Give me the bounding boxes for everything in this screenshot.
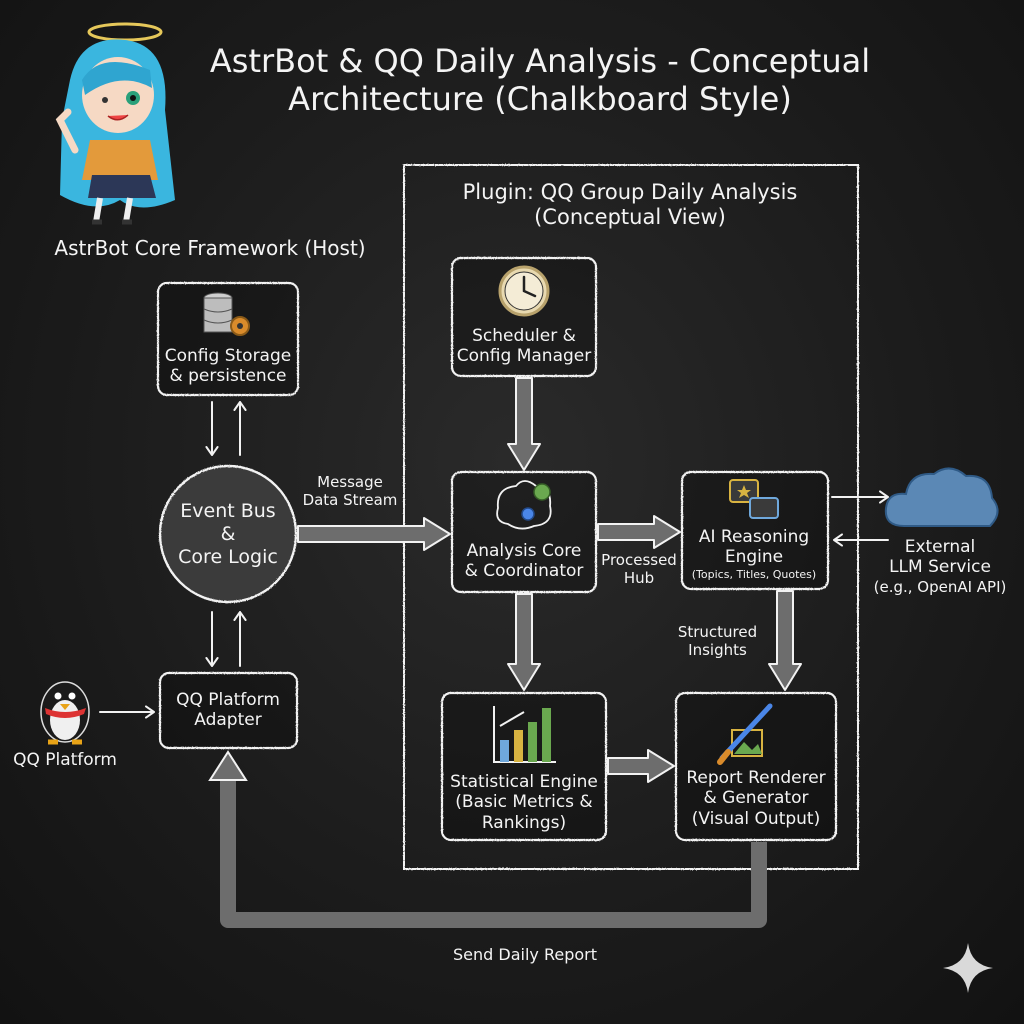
brain-gear-icon xyxy=(496,480,552,530)
analysis-core-line-2: & Coordinator xyxy=(464,561,584,582)
structured-insights-line-2: Insights xyxy=(688,641,747,659)
title-line-1: AstrBot & QQ Daily Analysis - Conceptual xyxy=(209,42,871,80)
config-storage-box xyxy=(156,281,300,397)
edge-label-send-report: Send Daily Report xyxy=(453,945,597,964)
event-bus-label: Event Bus & Core Logic xyxy=(160,500,296,568)
event-bus-line-1: Event Bus xyxy=(180,500,276,522)
arrow-bus-to-adapter xyxy=(205,611,219,667)
analysis-core-box xyxy=(450,470,598,594)
report-renderer-line-3: (Visual Output) xyxy=(691,808,821,829)
clock-icon xyxy=(498,265,550,317)
stat-engine-line-3: Rankings) xyxy=(481,812,567,833)
ai-engine-box xyxy=(680,470,830,591)
send-report-loop-body xyxy=(220,778,767,928)
scheduler-line-1: Scheduler & xyxy=(472,326,576,346)
report-renderer-line-1: Report Renderer xyxy=(686,768,826,788)
ai-engine-line-3: (Topics, Titles, Quotes) xyxy=(691,567,817,581)
arrow-analysis-to-stats xyxy=(507,593,541,691)
arrow-scheduler-to-analysis xyxy=(507,377,541,471)
ai-engine-line-1: AI Reasoning xyxy=(698,527,810,547)
scheduler-box xyxy=(450,256,598,378)
brush-image-icon xyxy=(717,703,773,765)
message-stream-line-1: Message xyxy=(317,473,383,491)
mascot-illustration xyxy=(55,22,175,225)
bar-chart-icon xyxy=(493,706,556,763)
arrow-bus-to-config xyxy=(233,401,247,456)
report-renderer-line-2: & Generator xyxy=(703,788,809,809)
stat-engine-box xyxy=(440,691,608,842)
qq-adapter-box xyxy=(158,671,299,750)
cloud-icon xyxy=(884,467,999,527)
external-llm-line-1: External xyxy=(904,537,976,557)
processed-hub-line-2: Hub xyxy=(623,569,655,587)
ai-engine-label: AI Reasoning Engine (Topics, Titles, Quo… xyxy=(680,527,828,581)
send-report-arrowhead xyxy=(208,750,248,781)
event-bus-circle xyxy=(158,464,298,604)
report-renderer-box xyxy=(674,691,838,842)
external-llm-line-2: LLM Service xyxy=(889,557,991,578)
penguin-icon xyxy=(40,681,90,745)
external-llm-line-3: (e.g., OpenAI API) xyxy=(873,577,1007,596)
chat-bubbles-icon xyxy=(729,479,779,519)
edge-label-message-stream: Message Data Stream xyxy=(290,473,410,509)
analysis-core-label: Analysis Core & Coordinator xyxy=(452,541,596,582)
report-renderer-label: Report Renderer & Generator (Visual Outp… xyxy=(676,768,836,829)
structured-insights-line-1: Structured xyxy=(677,623,758,641)
arrow-ai-to-report xyxy=(768,590,802,691)
message-stream-line-2: Data Stream xyxy=(302,491,398,509)
title-line-2: Architecture (Chalkboard Style) xyxy=(288,80,792,119)
arrow-llm-to-ai xyxy=(833,533,889,547)
config-storage-label: Config Storage & persistence xyxy=(158,346,298,387)
scheduler-line-2: Config Manager xyxy=(456,346,592,367)
plugin-label: Plugin: QQ Group Daily Analysis (Concept… xyxy=(420,180,840,230)
plugin-frame xyxy=(403,164,859,870)
scheduler-label: Scheduler & Config Manager xyxy=(452,326,596,367)
qq-adapter-line-1: QQ Platform xyxy=(176,690,280,710)
processed-hub-line-1: Processed xyxy=(601,551,677,569)
sparkle-icon xyxy=(943,943,993,993)
analysis-core-line-1: Analysis Core xyxy=(466,541,582,561)
qq-adapter-line-2: Adapter xyxy=(194,710,262,731)
event-bus-line-2: & xyxy=(220,522,236,545)
edge-label-processed-hub: Processed Hub xyxy=(594,551,684,587)
qq-adapter-label: QQ Platform Adapter xyxy=(158,690,298,731)
event-bus-line-3: Core Logic xyxy=(178,545,278,568)
arrow-adapter-to-bus xyxy=(233,611,247,667)
external-llm-label: External LLM Service (e.g., OpenAI API) xyxy=(856,537,1024,596)
stat-engine-label: Statistical Engine (Basic Metrics & Rank… xyxy=(442,772,606,833)
host-label: AstrBot Core Framework (Host) xyxy=(54,236,366,260)
arrow-bus-to-analysis xyxy=(297,517,451,551)
stat-engine-line-2: (Basic Metrics & xyxy=(455,792,593,813)
stat-engine-line-1: Statistical Engine xyxy=(450,772,598,792)
qq-platform-label: QQ Platform xyxy=(13,750,117,770)
plugin-label-line-2: (Conceptual View) xyxy=(534,205,726,230)
ai-engine-line-2: Engine xyxy=(724,547,784,568)
arrow-ai-to-llm xyxy=(831,490,889,504)
config-storage-line-1: Config Storage xyxy=(164,346,292,366)
edge-label-structured-insights: Structured Insights xyxy=(660,623,775,659)
arrow-stats-to-report xyxy=(607,749,675,783)
arrow-config-to-bus xyxy=(205,401,219,456)
config-storage-line-2: & persistence xyxy=(169,366,287,387)
plugin-label-line-1: Plugin: QQ Group Daily Analysis xyxy=(462,180,798,204)
arrow-analysis-to-ai xyxy=(597,515,681,549)
database-gear-icon xyxy=(203,292,250,336)
page-title: AstrBot & QQ Daily Analysis - Conceptual… xyxy=(150,42,930,119)
arrow-platform-to-adapter xyxy=(99,705,155,719)
